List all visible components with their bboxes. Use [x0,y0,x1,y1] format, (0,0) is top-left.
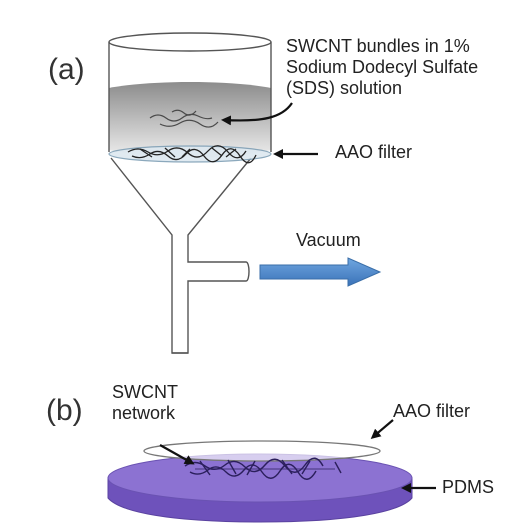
vacuum-outlet [245,261,250,282]
aao-filter-disc-b [143,440,381,462]
funnel-cone [110,157,252,354]
filtration-funnel [108,32,272,354]
filter-pointer-b [370,419,394,439]
pdms-assembly [107,440,413,523]
bundles-label-line3: (SDS) solution [286,78,403,98]
network-pointer [159,444,195,465]
vacuum-label: Vacuum [296,230,361,250]
swcnt-network [184,457,342,480]
network-label-line2: network [112,403,176,423]
network-label-line1: SWCNT [112,382,178,402]
panel-a-label: (a) [48,53,85,86]
bundles-label-line2: Sodium Dodecyl Sulfate [286,57,479,77]
swcnt-bundles-suspended [149,109,219,128]
bundles-pointer [221,102,293,126]
filter-label-a: AAO filter [335,142,413,162]
panel-b-label: (b) [46,394,83,427]
filter-label-b: AAO filter [393,401,471,421]
swcnt-deposit-on-filter [127,145,257,164]
bundles-label-line1: SWCNT bundles in 1% [286,36,470,56]
pdms-label: PDMS [442,477,495,497]
cylinder-rim [108,32,272,52]
vacuum-arrow [259,257,382,287]
